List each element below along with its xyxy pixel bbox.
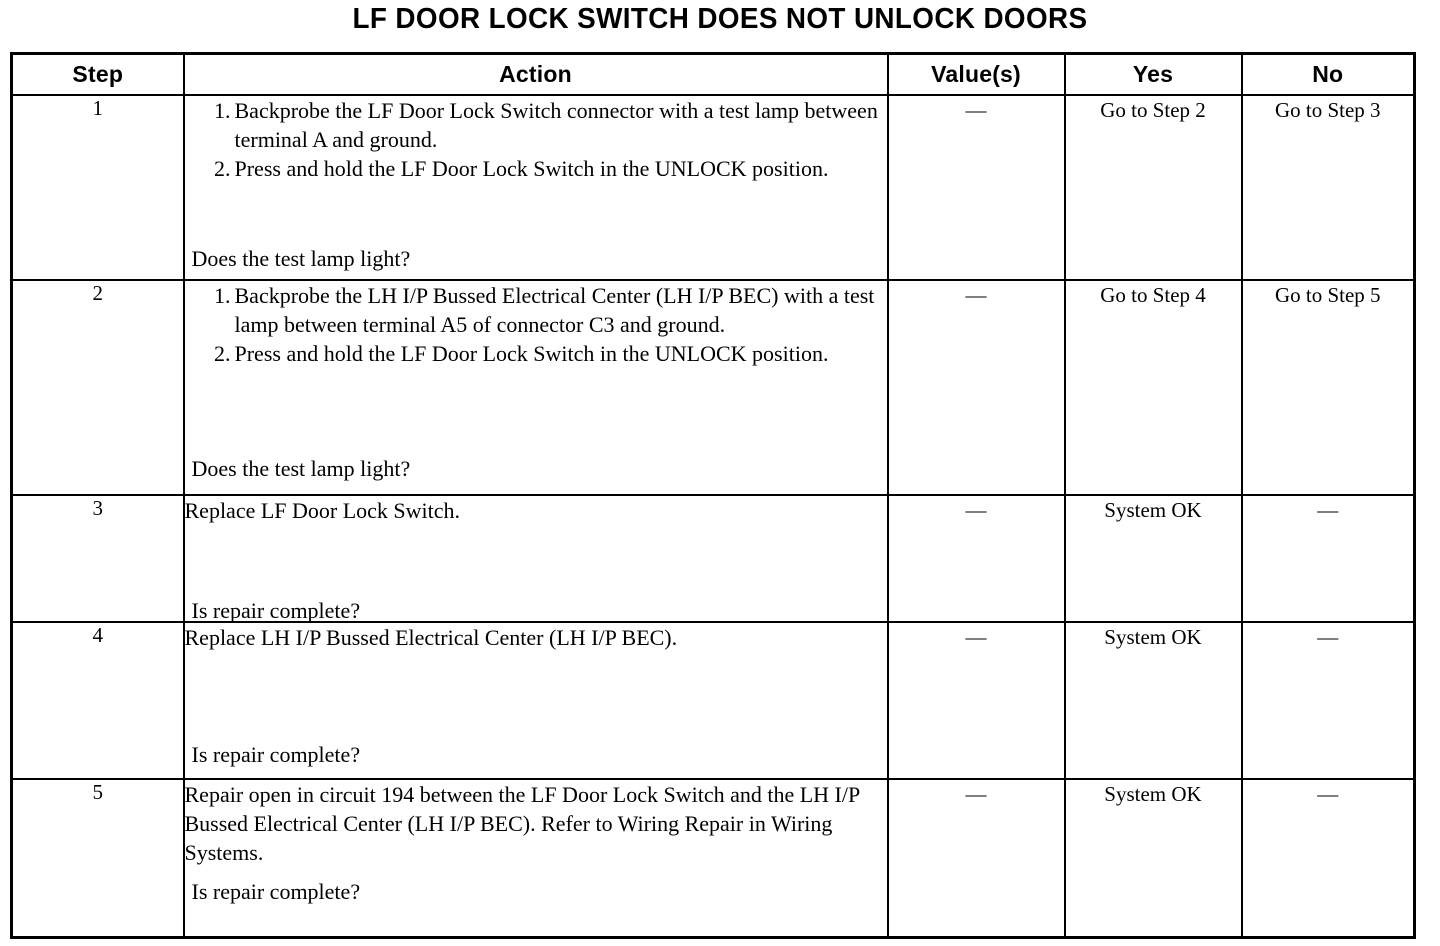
cell-yes: Go to Step 2 [1063,94,1243,281]
action-step-item: Press and hold the LF Door Lock Switch i… [207,154,829,183]
cell-step: 4 [10,621,185,780]
action-question: Does the test lamp light? [191,456,411,481]
cell-value: — [886,778,1066,938]
cell-action: Backprobe the LH I/P Bussed Electrical C… [182,279,889,496]
cell-step: 3 [10,494,185,623]
cell-value: — [886,621,1066,780]
action-text: Replace LF Door Lock Switch. [184,498,461,523]
cell-action: Repair open in circuit 194 between the L… [182,778,889,938]
cell-value: — [886,494,1066,623]
cell-no: — [1240,621,1416,780]
cell-no: — [1240,778,1416,938]
table-header-row: Step Action Value(s) Yes No [10,52,1416,96]
action-question: Is repair complete? [191,742,361,767]
table-row: 2 Backprobe the LH I/P Bussed Electrical … [10,279,1416,496]
action-step-list: Backprobe the LF Door Lock Switch connec… [185,96,887,183]
cell-yes: Go to Step 4 [1063,279,1243,496]
cell-no: Go to Step 5 [1240,279,1416,496]
column-header-value: Value(s) [886,52,1066,96]
action-step-list: Backprobe the LH I/P Bussed Electrical C… [185,281,887,368]
page-title: LF DOOR LOCK SWITCH DOES NOT UNLOCK DOOR… [352,3,1088,35]
cell-yes: System OK [1063,621,1243,780]
cell-step: 2 [10,279,185,496]
action-step-item: Press and hold the LF Door Lock Switch i… [207,339,829,368]
action-step-item: Backprobe the LH I/P Bussed Electrical C… [207,281,875,337]
cell-step: 5 [10,778,185,938]
cell-action: Backprobe the LF Door Lock Switch connec… [182,94,889,281]
action-question: Is repair complete? [191,879,361,904]
column-header-action: Action [182,52,889,96]
cell-yes: System OK [1063,778,1243,938]
table-row: 1 Backprobe the LF Door Lock Switch conne… [10,94,1416,281]
cell-action: Replace LF Door Lock Switch. Is repair co… [182,494,889,623]
action-question: Does the test lamp light? [191,246,411,271]
action-step-item: Backprobe the LF Door Lock Switch connec… [207,96,878,152]
cell-value: — [886,279,1066,496]
cell-no: — [1240,494,1416,623]
action-question: Is repair complete? [191,598,361,623]
cell-value: — [886,94,1066,281]
table-body: 1 Backprobe the LF Door Lock Switch conne… [10,94,1416,938]
action-text: Repair open in circuit 194 between the L… [184,782,860,865]
cell-step: 1 [10,94,185,281]
column-header-no: No [1240,52,1416,96]
column-header-yes: Yes [1063,52,1243,96]
cell-no: Go to Step 3 [1240,94,1416,281]
action-text: Replace LH I/P Bussed Electrical Center … [184,625,678,650]
cell-yes: System OK [1063,494,1243,623]
cell-action: Replace LH I/P Bussed Electrical Center … [182,621,889,780]
column-header-step: Step [10,52,185,96]
